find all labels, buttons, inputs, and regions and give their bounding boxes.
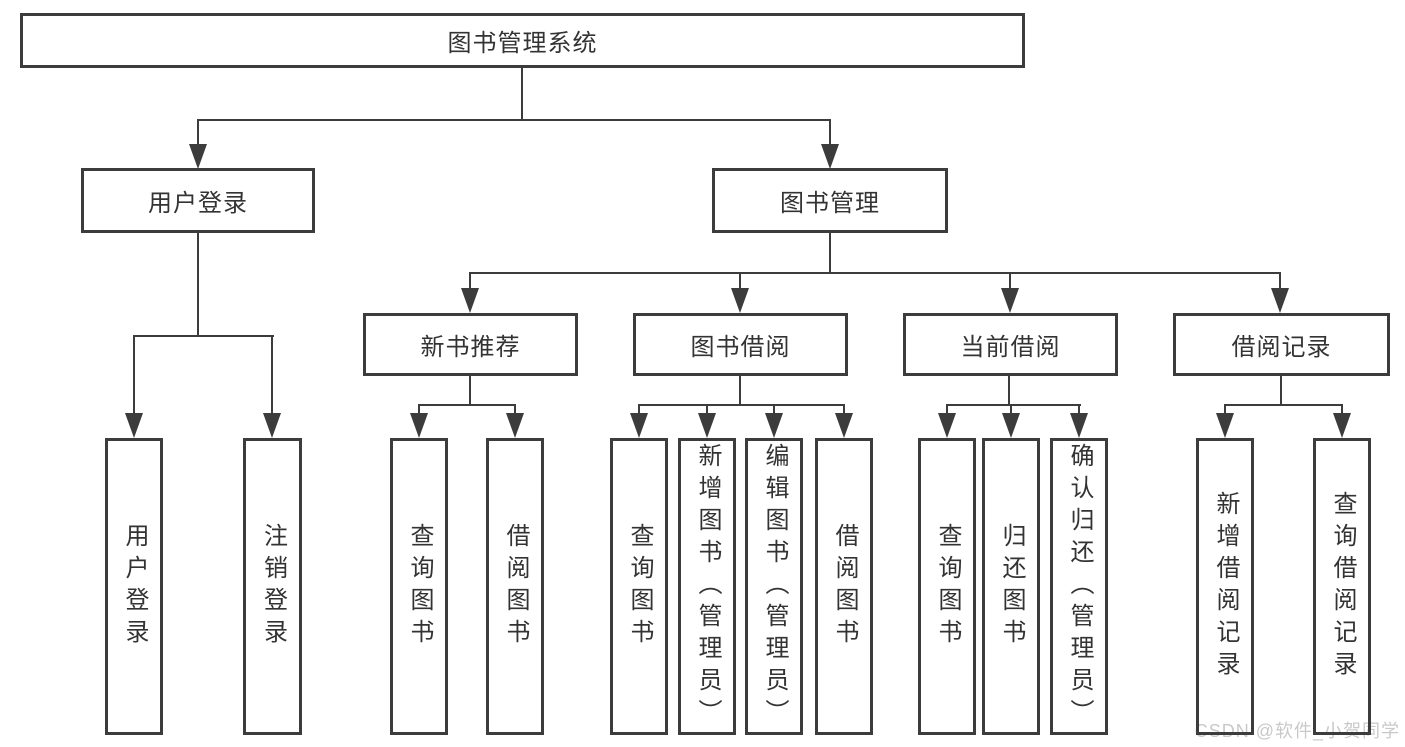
node-library-management-system: 图书管理系统 — [20, 13, 1025, 68]
node-label: 查询借阅记录 — [1329, 490, 1356, 683]
connector-line — [773, 404, 775, 415]
connector-line — [706, 404, 708, 415]
node-borrowing-records: 借阅记录 — [1173, 313, 1390, 376]
arrowhead-down-icon — [765, 413, 783, 438]
arrowhead-down-icon — [835, 413, 853, 438]
connector-line — [514, 404, 516, 415]
node-label: 当前借阅 — [960, 334, 1061, 361]
connector-line — [1224, 404, 1226, 415]
connector-line — [418, 404, 516, 406]
connector-line — [469, 376, 471, 406]
connector-line — [1010, 404, 1012, 415]
connector-line — [843, 404, 845, 415]
connector-line — [469, 272, 1281, 274]
connector-line — [197, 119, 199, 146]
node-user-login: 用户登录 — [81, 168, 315, 233]
arrowhead-down-icon — [1216, 413, 1234, 438]
arrowhead-down-icon — [461, 288, 479, 313]
node-label: 查询图书 — [626, 522, 653, 651]
node-label: 确认归还（管理员） — [1066, 442, 1093, 731]
connector-line — [271, 335, 273, 415]
node-label: 查询图书 — [934, 522, 961, 651]
arrowhead-down-icon — [1333, 413, 1351, 438]
arrowhead-down-icon — [189, 144, 207, 169]
connector-line — [1009, 272, 1011, 290]
connector-line — [469, 272, 471, 290]
connector-line — [1008, 376, 1010, 406]
node-label: 编辑图书（管理员） — [761, 442, 788, 731]
connector-line — [739, 376, 741, 406]
arrowhead-down-icon — [1001, 288, 1019, 313]
node-label: 新增图书（管理员） — [694, 442, 721, 731]
node-label: 图书管理系统 — [447, 30, 598, 57]
node-label: 借阅图书 — [502, 522, 529, 651]
node-label: 借阅图书 — [831, 522, 858, 651]
leaf-query-books-borrowing: 查询图书 — [610, 438, 668, 735]
node-label: 归还图书 — [998, 522, 1025, 651]
connector-line — [197, 233, 199, 337]
connector-line — [197, 119, 831, 121]
leaf-query-books-recommend: 查询图书 — [390, 438, 448, 735]
arrowhead-down-icon — [410, 413, 428, 438]
leaf-edit-books-admin: 编辑图书（管理员） — [745, 438, 803, 735]
arrowhead-down-icon — [698, 413, 716, 438]
connector-line — [1279, 272, 1281, 290]
arrowhead-down-icon — [938, 413, 956, 438]
connector-line — [1280, 376, 1282, 406]
connector-line — [418, 404, 420, 415]
node-current-borrowing: 当前借阅 — [903, 313, 1118, 376]
leaf-add-books-admin: 新增图书（管理员） — [678, 438, 736, 735]
connector-line — [638, 404, 640, 415]
node-label: 用户登录 — [121, 522, 148, 651]
leaf-return-books: 归还图书 — [982, 438, 1040, 735]
connector-line — [1341, 404, 1343, 415]
connector-line — [1078, 404, 1080, 415]
leaf-confirm-return-admin: 确认归还（管理员） — [1050, 438, 1108, 735]
node-new-book-recommendation: 新书推荐 — [363, 313, 578, 376]
connector-line — [829, 233, 831, 274]
connector-line — [946, 404, 1081, 406]
leaf-user-login: 用户登录 — [105, 438, 163, 735]
leaf-query-books-current: 查询图书 — [918, 438, 976, 735]
node-book-borrowing: 图书借阅 — [633, 313, 848, 376]
connector-line — [946, 404, 948, 415]
connector-line — [133, 335, 135, 415]
connector-line — [739, 272, 741, 290]
node-label: 借阅记录 — [1231, 334, 1332, 361]
node-label: 图书借阅 — [690, 334, 791, 361]
arrowhead-down-icon — [263, 413, 281, 438]
node-label: 查询图书 — [406, 522, 433, 651]
leaf-query-borrow-record: 查询借阅记录 — [1313, 438, 1371, 735]
node-label: 新增借阅记录 — [1212, 490, 1239, 683]
node-label: 新书推荐 — [420, 334, 521, 361]
arrowhead-down-icon — [1070, 413, 1088, 438]
connector-line — [829, 119, 831, 146]
leaf-logout: 注销登录 — [243, 438, 302, 735]
node-book-management: 图书管理 — [712, 168, 948, 233]
leaf-borrow-books-borrowing: 借阅图书 — [815, 438, 873, 735]
node-label: 用户登录 — [148, 190, 248, 217]
arrowhead-down-icon — [630, 413, 648, 438]
arrowhead-down-icon — [1271, 288, 1289, 313]
arrowhead-down-icon — [731, 288, 749, 313]
node-label: 图书管理 — [780, 190, 880, 217]
node-label: 注销登录 — [259, 522, 287, 651]
leaf-add-borrow-record: 新增借阅记录 — [1196, 438, 1254, 735]
connector-line — [133, 335, 274, 337]
connector-line — [521, 68, 523, 121]
leaf-borrow-books-recommend: 借阅图书 — [486, 438, 544, 735]
watermark: CSDN @软件_小贺同学 — [1194, 721, 1400, 741]
connector-line — [1224, 404, 1343, 406]
arrowhead-down-icon — [506, 413, 524, 438]
arrowhead-down-icon — [1002, 413, 1020, 438]
arrowhead-down-icon — [125, 413, 143, 438]
connector-line — [638, 404, 845, 406]
arrowhead-down-icon — [821, 144, 839, 169]
